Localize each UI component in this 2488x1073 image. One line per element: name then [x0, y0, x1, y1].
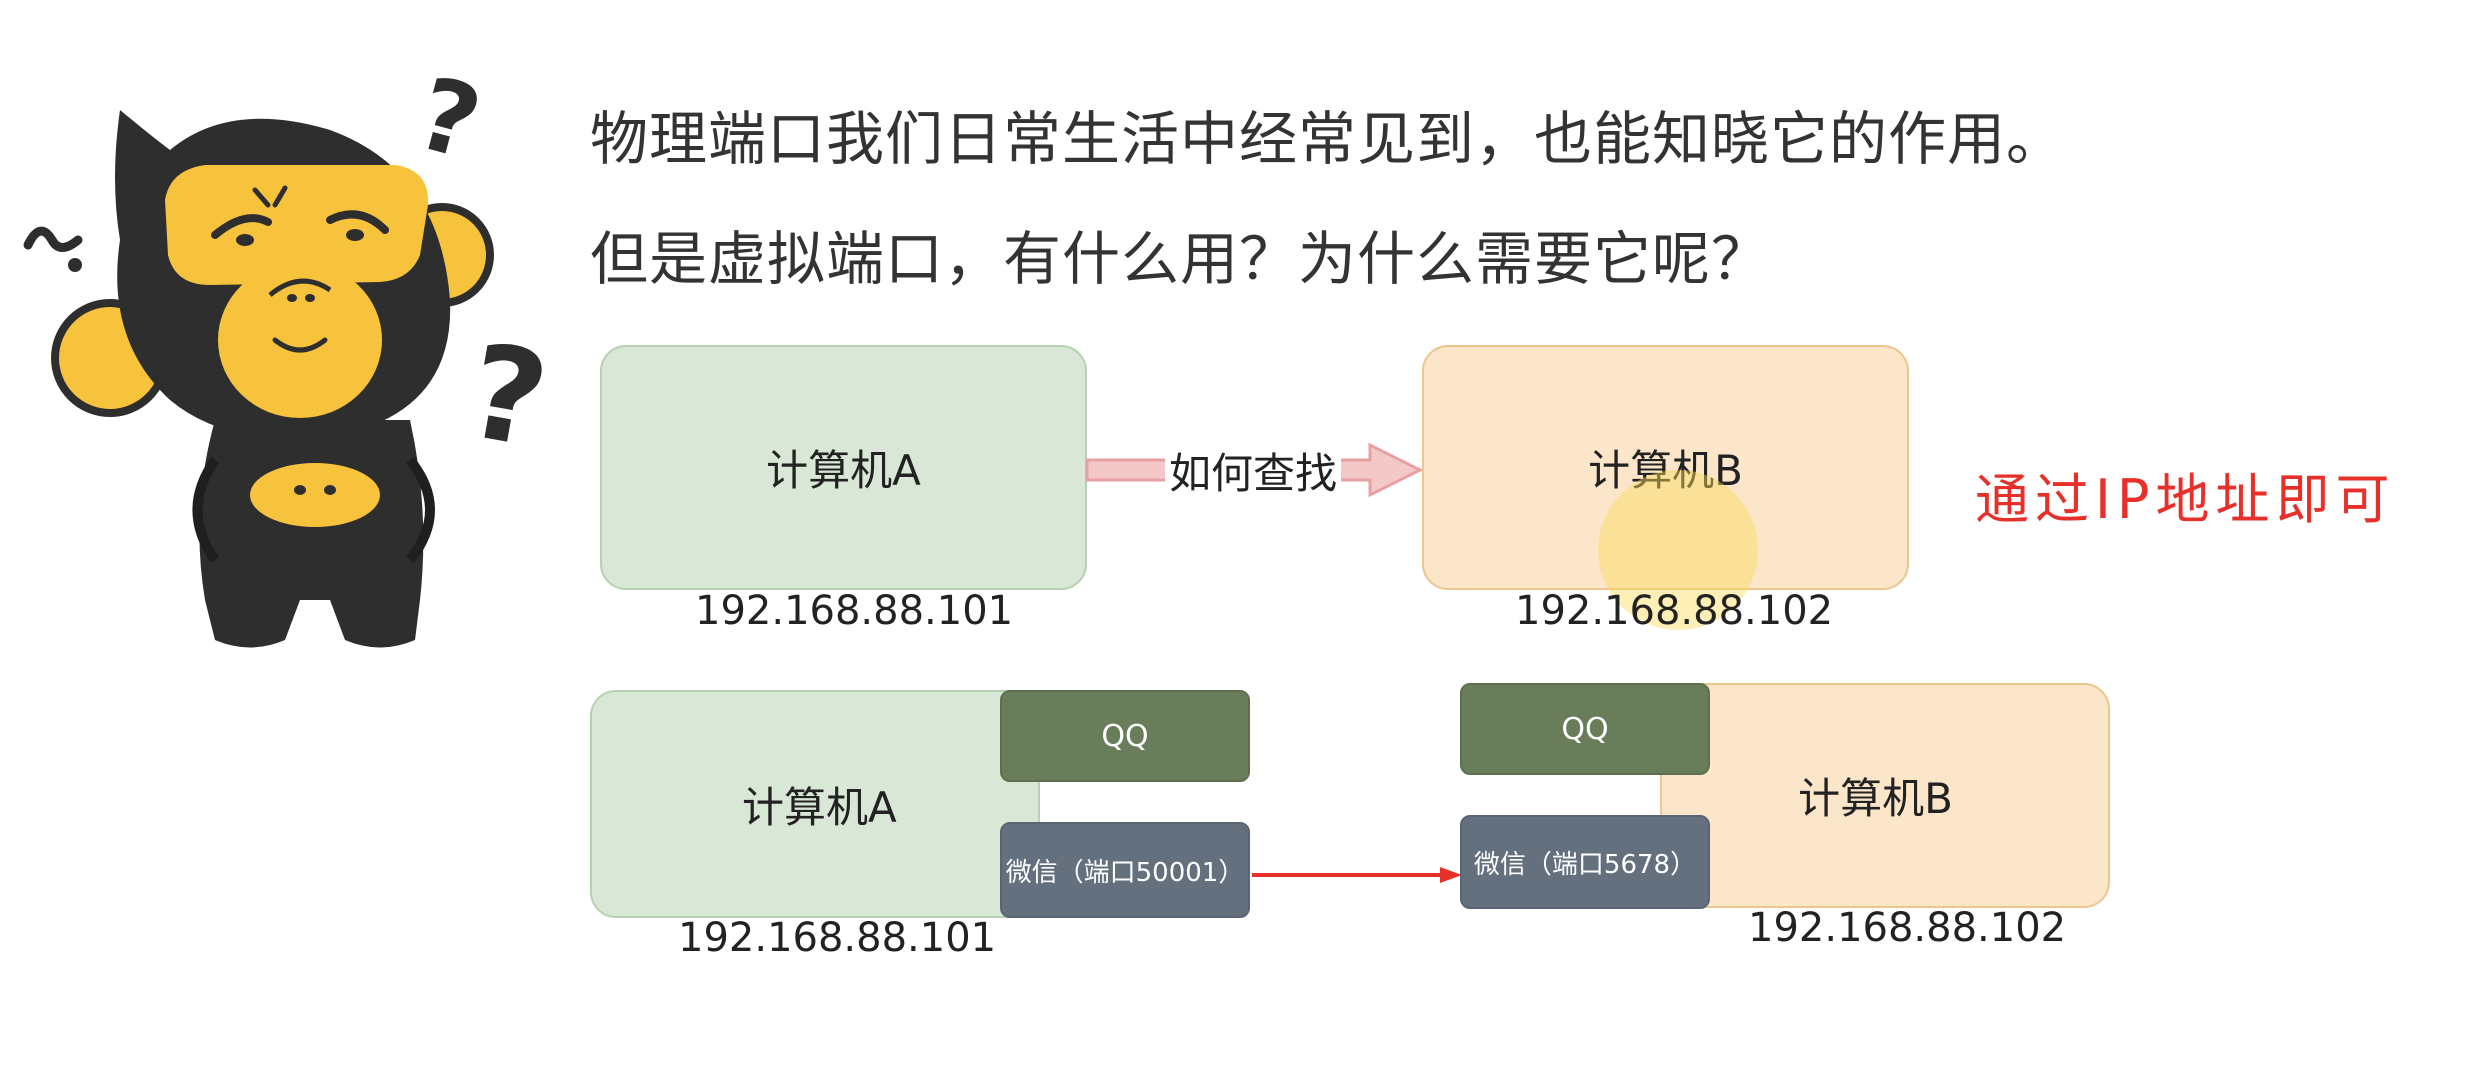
- computer-a-wechat-tag: 微信（端口50001）: [1000, 822, 1250, 918]
- computer-b-wechat-tag: 微信（端口5678）: [1460, 815, 1710, 909]
- computer-a-qq-tag: QQ: [1000, 690, 1250, 782]
- top-computer-a-ip: 192.168.88.101: [695, 588, 1014, 634]
- top-computer-a-label: 计算机A: [766, 446, 921, 495]
- heading-line-1: 物理端口我们日常生活中经常见到，也能知晓它的作用。: [590, 105, 2066, 173]
- bottom-computer-b-box: 计算机B: [1660, 683, 2110, 908]
- bottom-computer-a-box: 计算机A: [590, 690, 1040, 918]
- bottom-computer-b-label: 计算机B: [1798, 774, 1953, 823]
- bottom-computer-a-label: 计算机A: [742, 782, 897, 832]
- top-computer-b-ip: 192.168.88.102: [1515, 588, 1834, 634]
- top-computer-a-box: 计算机A: [600, 345, 1087, 590]
- confused-monkey-icon: ? ?: [0, 40, 600, 680]
- cursor-highlight: [1598, 470, 1758, 630]
- top-computer-b-box: 计算机B: [1422, 345, 1909, 590]
- bottom-computer-a-ip: 192.168.88.101: [678, 915, 997, 961]
- heading-line-2: 但是虚拟端口，有什么用？为什么需要它呢？: [590, 225, 1771, 293]
- bottom-computer-b-ip: 192.168.88.102: [1748, 905, 2067, 951]
- ip-address-note: 通过IP地址即可: [1975, 468, 2396, 531]
- find-arrow-label: 如何查找: [1165, 440, 1342, 501]
- computer-b-qq-tag: QQ: [1460, 683, 1710, 775]
- top-computer-b-label: 计算机B: [1588, 446, 1743, 495]
- wechat-connection-arrow: [1252, 867, 1462, 883]
